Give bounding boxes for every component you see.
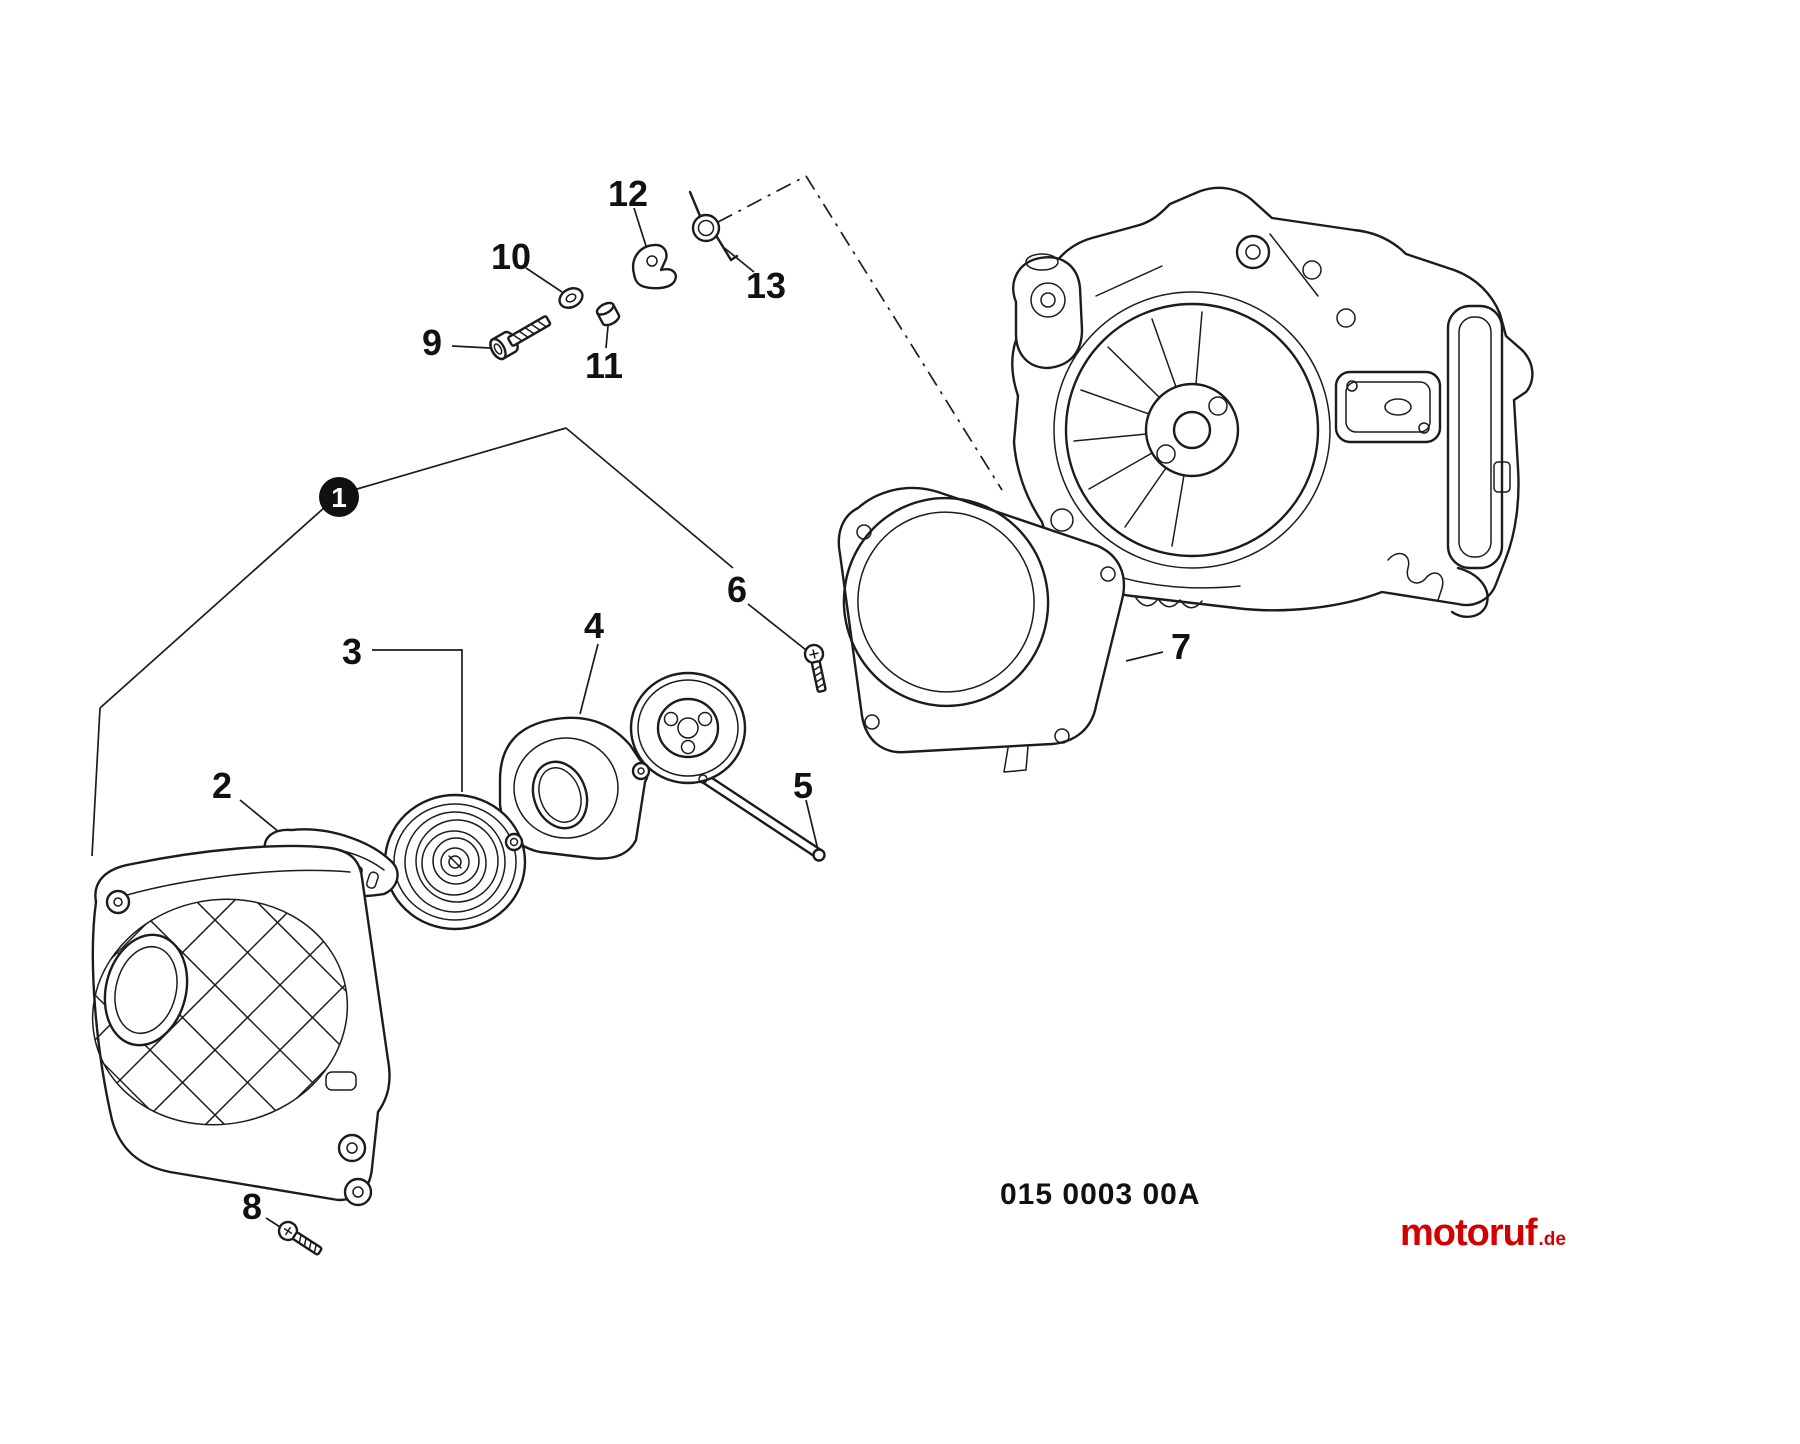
construction-lines: [91, 175, 1003, 857]
screw-part-9: [489, 315, 552, 361]
torsion-spring-part-13: [688, 190, 739, 262]
fan-cover-part-7: [837, 486, 1126, 773]
starter-housing-part-1: [71, 844, 391, 1207]
callout-4: 4: [584, 605, 604, 646]
callout-1-badge: [319, 477, 359, 517]
callout-9: 9: [422, 322, 442, 363]
callouts: 1 2 3 4 5 6 7 8 9 10 11 12 13: [212, 173, 1191, 1227]
carburetor-cover: [1012, 253, 1084, 370]
callout-10: 10: [491, 236, 531, 277]
logo-tld: .de: [1538, 1229, 1566, 1250]
screw-part-6: [803, 643, 827, 693]
spring-case-part-4: [498, 716, 651, 860]
rear-handle: [1446, 304, 1511, 618]
callout-7: 7: [1171, 626, 1191, 667]
callout-13: 13: [746, 265, 786, 306]
ignition-wire: [1387, 552, 1444, 601]
callout-1: 1: [331, 482, 347, 513]
callout-11: 11: [585, 345, 623, 386]
rope-rotor-part-5: [629, 671, 826, 862]
pawl-part-12: [631, 243, 677, 290]
motoruf-logo[interactable]: motoruf .de: [1400, 1212, 1566, 1255]
callout-12: 12: [608, 173, 648, 214]
callout-6: 6: [727, 569, 747, 610]
recoil-spring-part-3: [383, 793, 527, 931]
logo-text: motoruf: [1400, 1212, 1538, 1254]
washer-part-10: [558, 287, 584, 309]
muffler: [1334, 370, 1442, 444]
callout-3: 3: [342, 631, 362, 672]
bushing-part-11: [595, 301, 621, 327]
screw-part-8: [277, 1220, 323, 1256]
flywheel-fins: [1073, 311, 1203, 547]
diagram-code: 015 0003 00A: [1000, 1178, 1201, 1211]
engine-assembly-drawing: [1011, 186, 1534, 618]
callout-5: 5: [793, 765, 813, 806]
vent-lattice: [71, 875, 369, 1149]
callout-2: 2: [212, 765, 232, 806]
callout-8: 8: [242, 1186, 262, 1227]
